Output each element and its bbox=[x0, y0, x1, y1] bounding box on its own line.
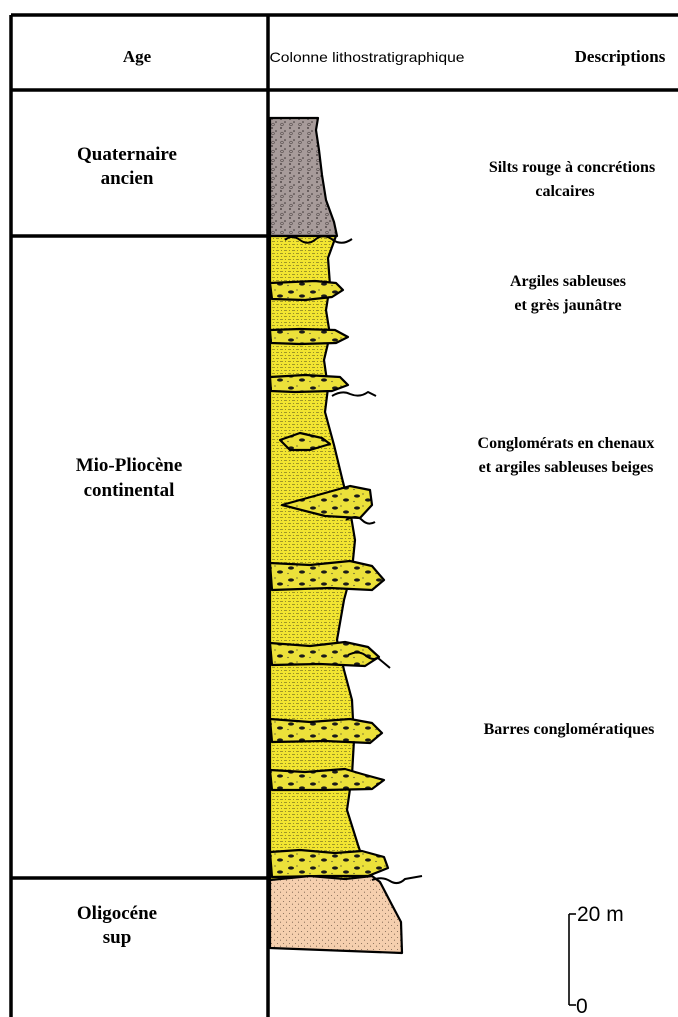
unit-oligocene bbox=[270, 876, 402, 953]
age-miopliocene-line1: Mio-Pliocène bbox=[76, 455, 183, 476]
header-descriptions: Descriptions bbox=[575, 47, 666, 66]
header-column: Colonne lithostratigraphique bbox=[270, 49, 465, 65]
age-oligocene-line1: Oligocéne bbox=[77, 903, 157, 924]
unit-conglomerate-bar bbox=[270, 719, 382, 743]
header-age: Age bbox=[123, 47, 152, 66]
unit-quaternary-silt bbox=[270, 118, 337, 236]
unit-conglomerate-bar bbox=[270, 329, 348, 344]
scale-bar bbox=[569, 914, 576, 1005]
lithostratigraphic-column bbox=[270, 118, 422, 953]
unit-conglomerate-bar bbox=[270, 281, 343, 300]
age-quaternary-line2: ancien bbox=[101, 168, 154, 189]
description-argiles-line1: Argiles sableuses bbox=[510, 273, 626, 290]
unit-conglomerate-bar bbox=[270, 561, 384, 590]
scale-label-top: 20 m bbox=[577, 903, 624, 926]
description-silts-line1: Silts rouge à concrétions bbox=[489, 159, 655, 176]
unit-conglomerate-bar bbox=[270, 850, 388, 877]
description-argiles-line2: et grès jaunâtre bbox=[514, 297, 621, 314]
age-miopliocene-line2: continental bbox=[84, 480, 175, 501]
description-silts-line2: calcaires bbox=[535, 183, 594, 200]
description-conglomerats-line1: Conglomérats en chenaux bbox=[478, 435, 655, 452]
description-barres: Barres conglomératiques bbox=[484, 721, 655, 738]
description-conglomerats-line2: et argiles sableuses beiges bbox=[479, 459, 654, 476]
scale-label-bottom: 0 bbox=[576, 995, 588, 1017]
age-oligocene-line2: sup bbox=[103, 927, 132, 948]
unit-conglomerate-bar bbox=[270, 769, 384, 790]
age-quaternary-line1: Quaternaire bbox=[77, 144, 177, 165]
unit-conglomerate-bar bbox=[270, 375, 348, 392]
